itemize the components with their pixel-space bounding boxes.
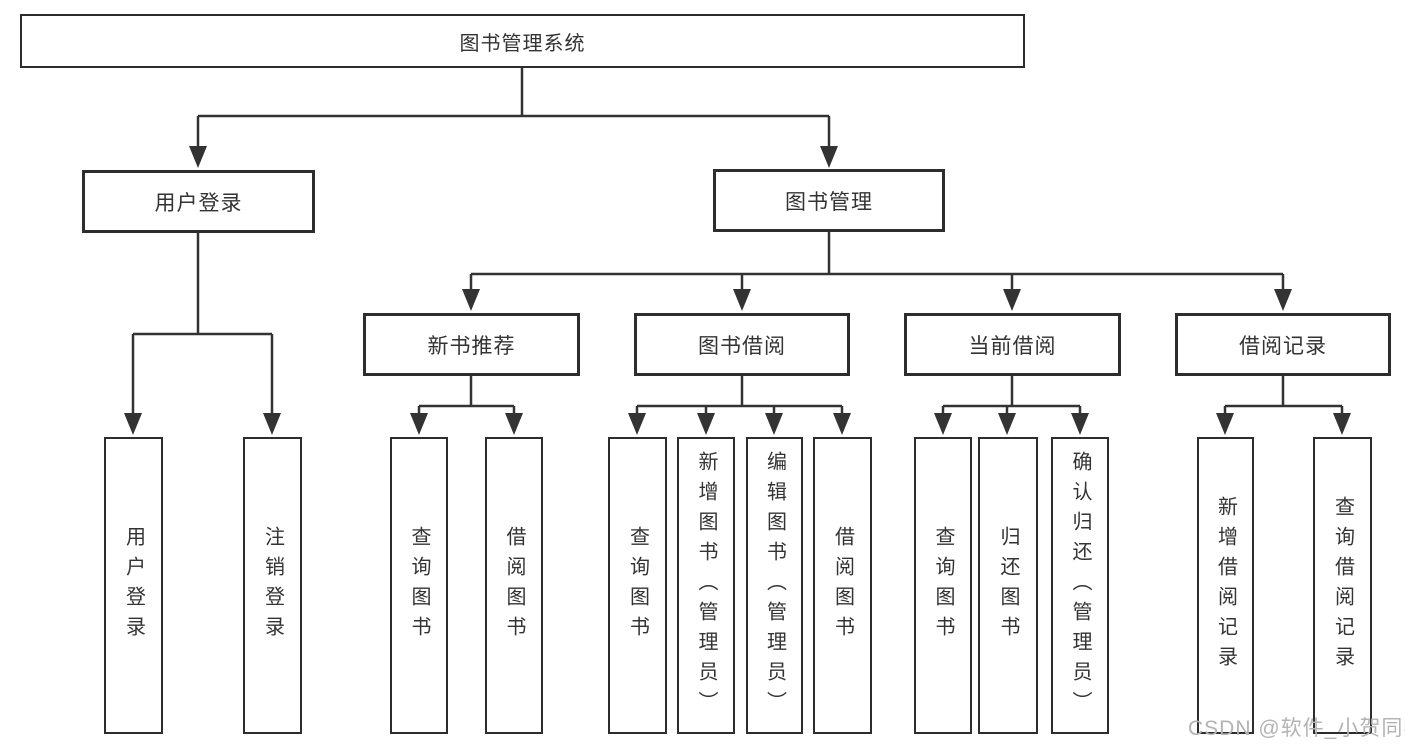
node-current-confirm-return-admin: 确认归还（管理员） [1051,437,1109,734]
node-borrowing-query-books: 查询图书 [608,437,667,734]
arrowhead-down-icon [1333,413,1351,435]
arrowhead-down-icon [998,413,1016,435]
arrowhead-down-icon [462,289,480,311]
arrowhead-down-icon [1274,289,1292,311]
node-current-borrowing: 当前借阅 [904,313,1121,376]
arrowhead-down-icon [697,413,715,435]
node-user-login-branch: 用户登录 [82,170,315,233]
arrowhead-down-icon [505,413,523,435]
node-current-return-books: 归还图书 [978,437,1038,734]
node-borrowing-records: 借阅记录 [1175,313,1391,376]
arrowhead-down-icon [189,146,207,168]
node-recommend-borrow-books: 借阅图书 [485,437,543,734]
arrowhead-down-icon [934,413,952,435]
arrowhead-down-icon [733,289,751,311]
csdn-watermark: CSDN @软件_小贺同学 [1188,717,1405,740]
node-library-management-system: 图书管理系统 [20,14,1025,68]
node-book-borrowing: 图书借阅 [634,313,850,376]
node-new-book-recommendation: 新书推荐 [363,313,580,376]
arrowhead-down-icon [1216,413,1234,435]
node-user-login: 用户登录 [104,437,163,734]
node-borrowing-add-books-admin: 新增图书（管理员） [677,437,735,734]
arrowhead-down-icon [1071,413,1089,435]
arrowhead-down-icon [1003,289,1021,311]
node-records-query-borrow-record: 查询借阅记录 [1313,437,1372,734]
arrowhead-down-icon [833,413,851,435]
node-recommend-query-books: 查询图书 [390,437,448,734]
node-current-query-books: 查询图书 [914,437,972,734]
node-book-management: 图书管理 [713,169,945,232]
arrowhead-down-icon [628,413,646,435]
arrowhead-down-icon [765,413,783,435]
arrowhead-down-icon [124,413,142,435]
arrowhead-down-icon [263,413,281,435]
node-borrowing-edit-books-admin: 编辑图书（管理员） [746,437,803,734]
node-records-add-borrow-record: 新增借阅记录 [1197,437,1254,734]
arrowhead-down-icon [820,146,838,168]
arrowhead-down-icon [410,413,428,435]
node-borrowing-borrow-books: 借阅图书 [813,437,872,734]
node-logout: 注销登录 [243,437,302,734]
